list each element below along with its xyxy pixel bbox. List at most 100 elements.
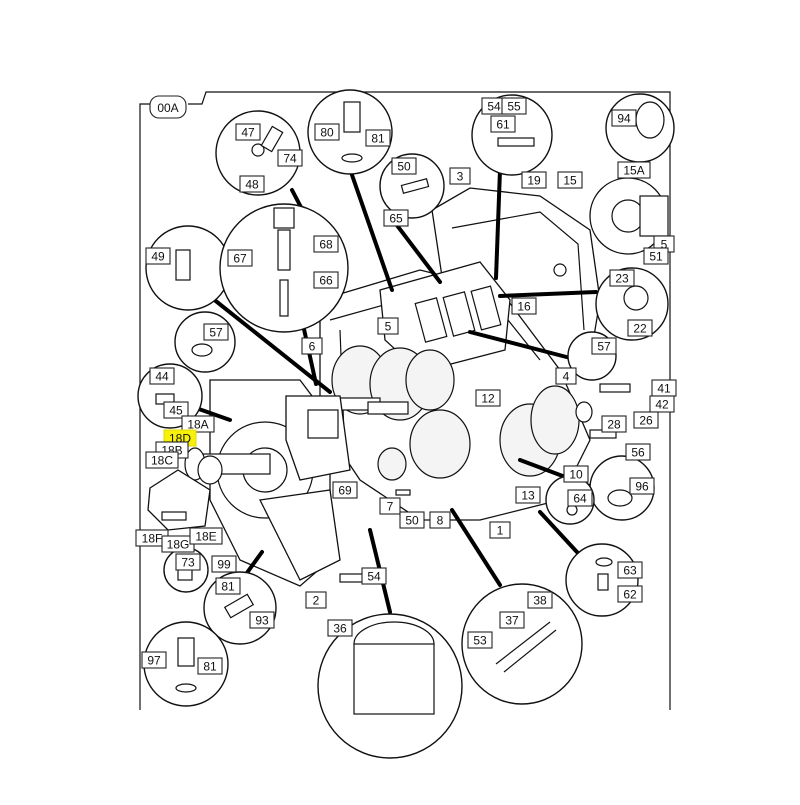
callout-c1: 1 (489, 521, 511, 539)
callout-box (617, 585, 643, 603)
callout-box (314, 123, 340, 141)
callout-c57a: 57 (203, 323, 229, 341)
callout-box (490, 115, 516, 133)
callout-box (399, 511, 425, 529)
callout-c51: 51 (643, 247, 669, 265)
callout-text: 41 (657, 382, 671, 396)
callout-text: 37 (505, 614, 519, 628)
inset-bolt-61 (471, 94, 553, 176)
callout-text: 97 (147, 654, 161, 668)
callout-c42: 42 (649, 395, 675, 413)
callout-text: 13 (521, 489, 535, 503)
callout-box (181, 415, 215, 433)
callout-box (227, 249, 253, 267)
callout-box (627, 319, 653, 337)
callout-text: 81 (221, 580, 235, 594)
callout-text: 65 (389, 212, 403, 226)
inset-tube-37 (461, 583, 583, 705)
callout-box (379, 497, 401, 515)
callout-box (145, 247, 171, 265)
callout-c93: 93 (249, 611, 275, 629)
callout-text: 44 (155, 370, 169, 384)
callout-c18A: 18A (181, 415, 215, 433)
callout-c63: 63 (617, 561, 643, 579)
callout-box (149, 367, 175, 385)
callout-box (563, 465, 589, 483)
callout-text: 42 (655, 398, 669, 412)
callout-box (377, 317, 399, 335)
callout-text: 93 (255, 614, 269, 628)
callout-c62: 62 (617, 585, 643, 603)
callout-c64: 64 (567, 489, 593, 507)
callout-text: 23 (615, 272, 629, 286)
callout-text: 96 (635, 480, 649, 494)
callout-box (249, 611, 275, 629)
frame-code-tag (149, 95, 187, 119)
callout-text: 48 (245, 178, 259, 192)
callout-text: 54 (487, 100, 501, 114)
callout-c3: 3 (449, 167, 471, 185)
callout-c28: 28 (601, 415, 627, 433)
callout-c94: 94 (611, 109, 637, 127)
callout-c18E: 18E (189, 527, 223, 545)
callout-box (332, 481, 358, 499)
callout-text: 19 (527, 174, 541, 188)
callout-c37: 37 (499, 611, 525, 629)
callout-c73: 73 (175, 553, 201, 571)
inset-fitting-49 (145, 225, 231, 311)
callout-c81b: 81 (215, 577, 241, 595)
inset-cap-94 (605, 93, 675, 163)
callout-c16: 16 (511, 297, 537, 315)
callout-c18G: 18G (161, 535, 195, 553)
inset-pressure-sensor (307, 89, 393, 175)
callout-box (633, 411, 659, 429)
callout-text: 18A (187, 418, 208, 432)
callout-c68: 68 (313, 235, 339, 253)
callout-box (567, 489, 593, 507)
callout-c99: 99 (211, 555, 237, 573)
callout-text: 49 (151, 250, 165, 264)
callout-text: 81 (203, 660, 217, 674)
callout-text: 99 (217, 558, 231, 572)
callout-box (601, 415, 627, 433)
callout-c50a: 50 (391, 157, 417, 175)
callout-c74: 74 (277, 149, 303, 167)
callout-c66: 66 (313, 271, 339, 289)
callout-box (617, 561, 643, 579)
inset-filter-36 (317, 613, 463, 759)
callout-box (235, 123, 261, 141)
callout-text: 18F (142, 532, 163, 546)
callout-c13: 13 (515, 486, 541, 504)
callout-text: 66 (319, 274, 333, 288)
callout-box (429, 511, 451, 529)
callout-c67: 67 (227, 249, 253, 267)
callout-text: 54 (367, 570, 381, 584)
callout-text: 6 (309, 340, 316, 354)
callout-text: 68 (319, 238, 333, 252)
callout-box (629, 477, 655, 495)
frame-code-text: 00A (157, 101, 178, 115)
callout-text: 63 (623, 564, 637, 578)
callout-text: 26 (639, 414, 653, 428)
callout-c15A: 15A (617, 161, 651, 179)
callout-text: 15A (623, 164, 644, 178)
callout-box (141, 651, 167, 669)
callout-box (521, 171, 547, 189)
callout-c50b: 50 (399, 511, 425, 529)
callout-box (611, 109, 637, 127)
callout-text: 69 (338, 484, 352, 498)
callout-c4: 4 (555, 367, 577, 385)
callout-c61: 61 (490, 115, 516, 133)
callout-text: 22 (633, 322, 647, 336)
inset-spring-valve (219, 203, 349, 333)
callout-text: 50 (397, 160, 411, 174)
callout-box (145, 451, 179, 469)
callout-box (649, 395, 675, 413)
callout-box (555, 367, 577, 385)
callout-c45: 45 (163, 401, 189, 419)
callout-box (391, 157, 417, 175)
callout-c5: 5 (377, 317, 399, 335)
callout-c2: 2 (305, 591, 327, 609)
callout-text: 16 (517, 300, 531, 314)
